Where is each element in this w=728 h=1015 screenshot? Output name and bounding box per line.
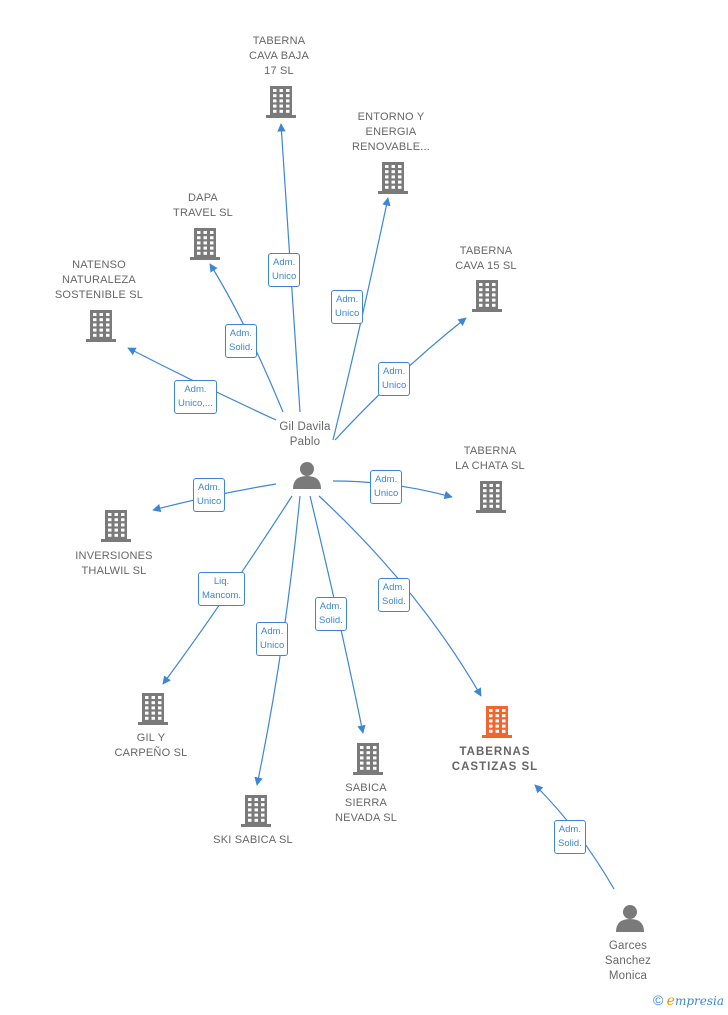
building-icon[interactable] [482,706,512,738]
node-label-inversiones[interactable]: INVERSIONES THALWIL SL [75,550,153,577]
building-icon[interactable] [86,310,116,342]
node-label-gil[interactable]: Gil Davila Pablo [279,421,331,448]
role-label-ski_sabica[interactable]: Adm. Unico [256,622,289,656]
building-icon[interactable] [190,228,220,260]
role-label-inversiones[interactable]: Adm. Unico [193,478,226,512]
role-label-natenso[interactable]: Adm. Unico,... [174,380,217,414]
role-label-sabica_sierra[interactable]: Adm. Solid. [315,597,347,631]
building-icon[interactable] [472,280,502,312]
node-label-gil-carpeno[interactable]: GIL Y CARPEÑO SL [114,732,188,759]
node-label-entorno[interactable]: ENTORNO Y ENERGIA RENOVABLE... [352,111,430,153]
role-label-taberna_cava_15[interactable]: Adm. Unico [378,362,411,396]
node-label-sabica-sierra[interactable]: SABICA SIERRA NEVADA SL [334,782,398,824]
node-label-taberna-cava-baja[interactable]: TABERNA CAVA BAJA 17 SL [248,35,310,77]
role-label-taberna_cava_baja[interactable]: Adm. Unico [268,253,301,287]
person-icon[interactable] [293,462,321,489]
node-label-natenso[interactable]: NATENSO NATURALEZA SOSTENIBLE SL [54,259,144,301]
role-label-entorno[interactable]: Adm. Unico [331,290,364,324]
person-icon[interactable] [616,905,644,932]
node-label-ski-sabica[interactable]: SKI SABICA SL [213,834,293,846]
role-label-tabernas_castizas[interactable]: Adm. Solid. [554,820,586,854]
empresia-brand[interactable]: © empresia [653,992,724,1009]
role-label-dapa[interactable]: Adm. Solid. [225,324,257,358]
node-label-dapa[interactable]: DAPA TRAVEL SL [173,192,233,219]
brand-logo-text: mpresia [674,994,724,1008]
edge-gil-tabernas_castizas [318,495,482,697]
edge-gil-entorno [332,197,391,441]
role-label-taberna_chata[interactable]: Adm. Unico [370,470,403,504]
copyright-icon: © [652,992,664,1008]
node-label-garces[interactable]: Garces Sanchez Monica [604,940,652,982]
node-label-taberna-cava-15[interactable]: TABERNA CAVA 15 SL [455,245,517,272]
building-icon[interactable] [353,743,383,775]
node-label-taberna-chata[interactable]: TABERNA LA CHATA SL [455,445,525,472]
role-label-gil_carpeno[interactable]: Liq. Mancom. [198,572,246,606]
role-label-tabernas_castizas[interactable]: Adm. Solid. [378,578,410,612]
building-icon[interactable] [266,86,296,118]
node-label-tabernas-castizas[interactable]: TABERNAS CASTIZAS SL [451,746,539,773]
building-icon[interactable] [101,510,131,542]
building-icon[interactable] [476,481,506,513]
building-icon[interactable] [378,162,408,194]
brand-logo-initial: e [666,993,675,1009]
building-icon[interactable] [138,693,168,725]
building-icon[interactable] [241,795,271,827]
